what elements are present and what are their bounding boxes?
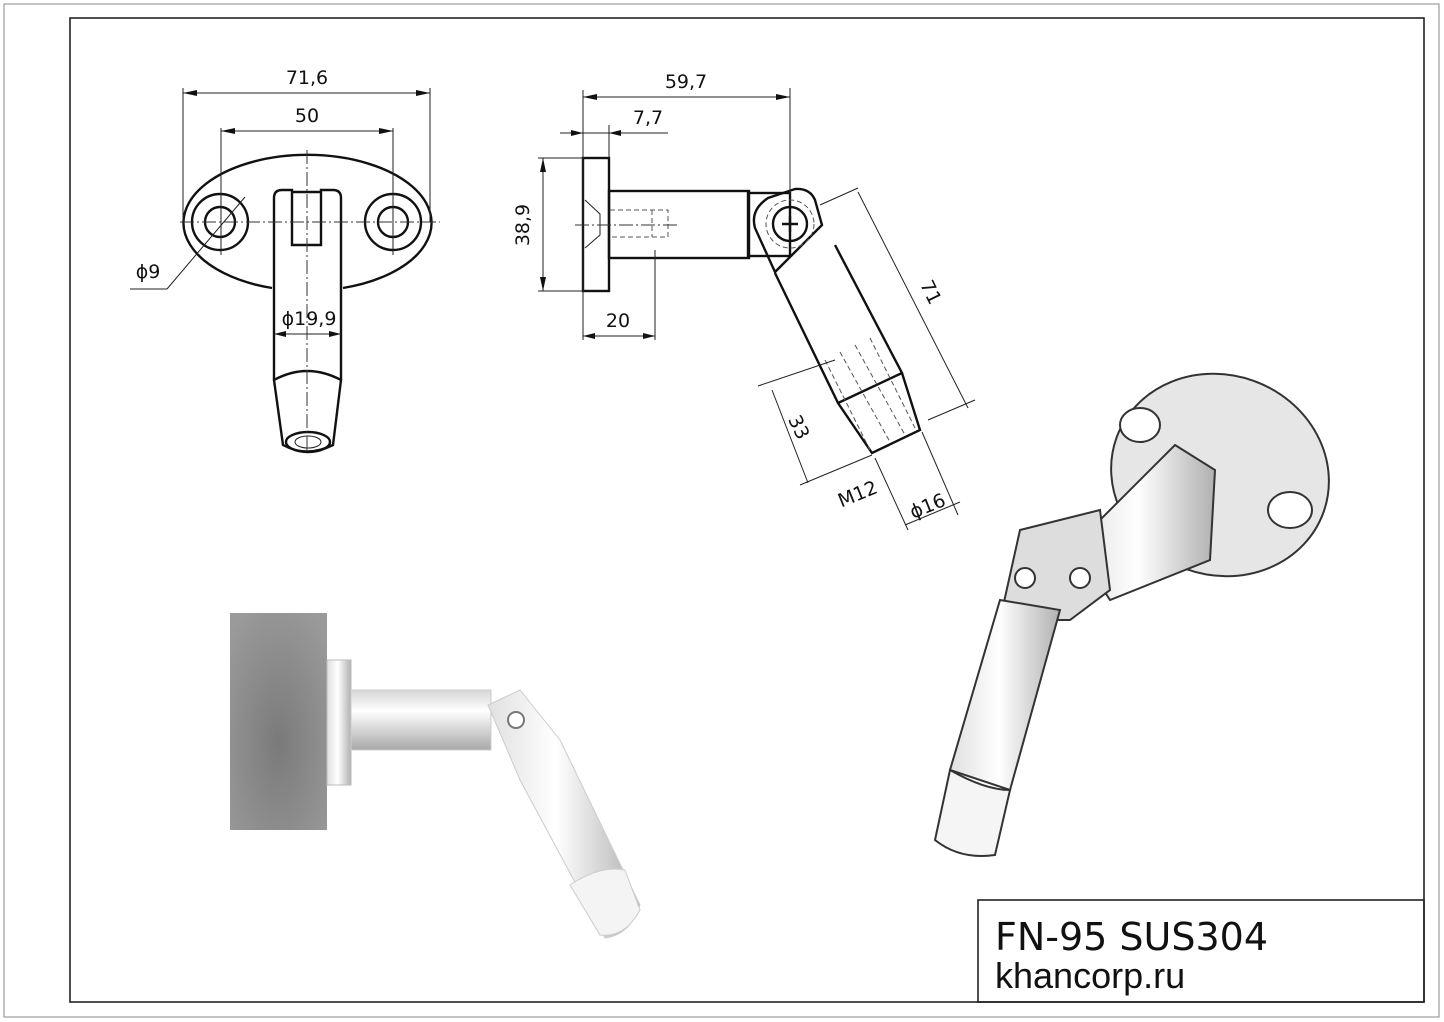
dim-tip-diameter: ϕ16 (907, 489, 949, 523)
render-side (230, 613, 641, 939)
dim-thread-depth: 20 (606, 310, 630, 332)
front-view: 71,6 50 ϕ9 ϕ19,9 (130, 67, 440, 454)
drawing-frame (69, 17, 1425, 1003)
dim-arm-length: 71 (915, 277, 945, 308)
dim-flange-thickness: 7,7 (633, 107, 663, 129)
part-number: FN-95 SUS304 (995, 915, 1268, 959)
website-label: khancorp.ru (995, 955, 1185, 996)
dim-thread: M12 (835, 477, 881, 513)
dim-overall-width: 71,6 (286, 67, 328, 89)
dim-hole-diameter: ϕ9 (136, 261, 161, 283)
dim-flange-height: 38,9 (512, 204, 534, 246)
render-iso (933, 372, 1330, 857)
side-view: 59,7 7,7 38,9 20 71 33 M12 ϕ16 (512, 71, 976, 531)
outer-border (3, 3, 1440, 1018)
title-block: FN-95 SUS304 khancorp.ru (977, 899, 1425, 1003)
dim-hole-spacing: 50 (295, 105, 319, 127)
dim-thread-length: 33 (783, 412, 813, 443)
dim-tube-diameter: ϕ19,9 (282, 308, 337, 330)
dim-total-length: 59,7 (665, 71, 707, 93)
